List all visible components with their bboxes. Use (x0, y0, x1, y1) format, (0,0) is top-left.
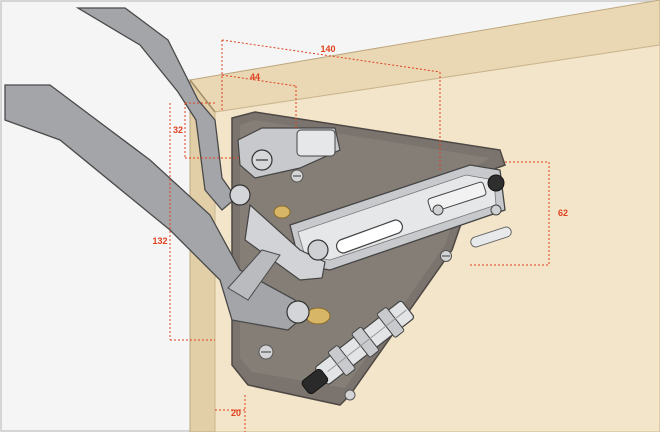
upper-arm (75, 7, 251, 211)
dimension-label-140: 140 (320, 44, 335, 54)
screw-bottom (258, 344, 274, 360)
dowel-pin (470, 226, 512, 248)
spring-cylinder (301, 300, 415, 395)
dimension-label-62: 62 (558, 208, 568, 218)
lower-arm-pivot (286, 300, 310, 324)
dimension-label-132: 132 (152, 236, 167, 246)
washer-upper (273, 205, 291, 219)
upper-arm-pivot (229, 184, 251, 206)
inner-spring (427, 174, 505, 216)
bracket-block (296, 129, 336, 157)
mechanism-housing (237, 127, 506, 325)
dimension-label-32: 32 (173, 125, 183, 135)
dimension-labels: 140 44 32 132 62 20 (152, 44, 568, 418)
lever-link (244, 203, 326, 281)
link-pivot (307, 239, 329, 261)
adjustment-slot (336, 219, 403, 254)
screw-top (290, 169, 304, 183)
screw-corner (344, 389, 356, 401)
cabinet-corner-line (189, 79, 216, 113)
washer-lower (305, 307, 331, 325)
dimension-label-44: 44 (250, 72, 260, 82)
dimension-label-20: 20 (231, 408, 241, 418)
dimension-lines (169, 39, 550, 432)
screw-right (440, 250, 452, 262)
arm-bracket (227, 249, 281, 301)
lower-arm (4, 84, 310, 331)
